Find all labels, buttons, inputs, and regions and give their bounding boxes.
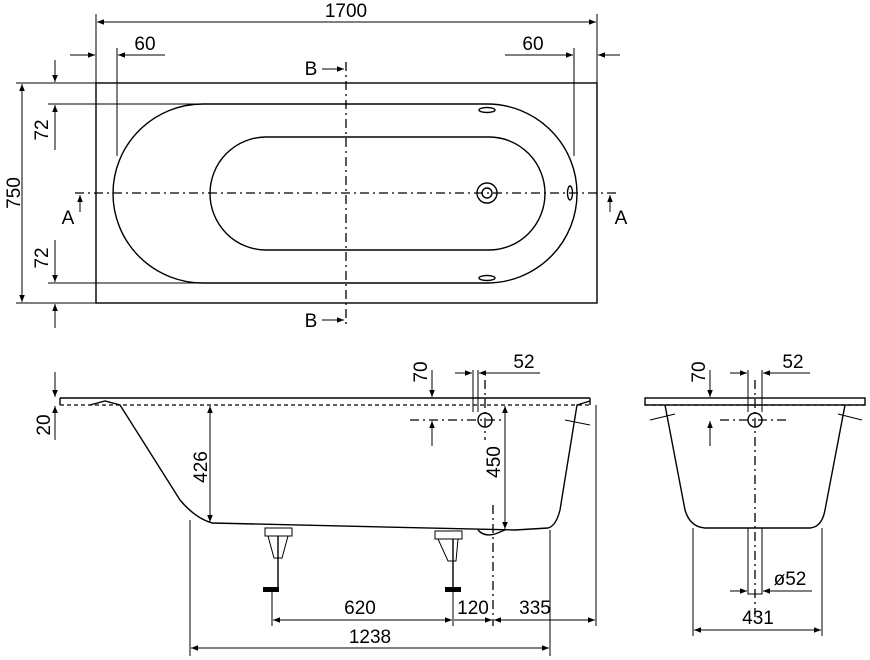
overflow-top <box>478 106 496 114</box>
end-dim-overflow-offset-label: 70 <box>689 361 710 382</box>
end-view: 70 52 ø52 431 <box>644 352 866 636</box>
dim-feet-spacing-label: 620 <box>344 598 376 619</box>
end-dim-base-width-label: 431 <box>742 608 774 629</box>
dim-edge-left-label: 60 <box>134 34 155 55</box>
dim-inner-depth-label: 426 <box>191 451 212 483</box>
dim-foot-drain-label: 120 <box>457 598 489 619</box>
drain-pipe <box>747 527 763 595</box>
dim-rim-top-label: 72 <box>32 119 53 140</box>
section-b-bottom-label: B <box>305 311 318 332</box>
side-view: 20 426 450 70 52 620 120 335 1238 <box>34 352 597 656</box>
dim-overflow-diameter-label: 52 <box>513 352 534 373</box>
dim-base-length-label: 1238 <box>349 627 391 648</box>
section-a-left-label: A <box>62 208 75 229</box>
top-view: 1700 60 60 750 72 72 B B A A <box>4 1 628 332</box>
dim-width-label: 750 <box>4 177 25 209</box>
dim-height-label: 450 <box>484 446 505 478</box>
section-b-top-label: B <box>305 59 318 80</box>
dim-overflow-offset-label: 70 <box>411 361 432 382</box>
foot-left <box>263 527 293 592</box>
dim-drain-end-label: 335 <box>519 598 551 619</box>
end-dim-drain-diameter-label: ø52 <box>774 569 807 590</box>
tub-side-profile <box>59 398 591 531</box>
foot-right <box>434 530 463 592</box>
overflow-bottom <box>478 274 496 282</box>
dim-length-label: 1700 <box>325 1 367 22</box>
dim-rim-bottom-label: 72 <box>32 247 53 268</box>
dim-edge-right-label: 60 <box>522 34 543 55</box>
dim-rim-thickness-label: 20 <box>34 414 55 435</box>
end-dim-overflow-diameter-label: 52 <box>782 352 803 373</box>
section-a-right-label: A <box>615 208 628 229</box>
